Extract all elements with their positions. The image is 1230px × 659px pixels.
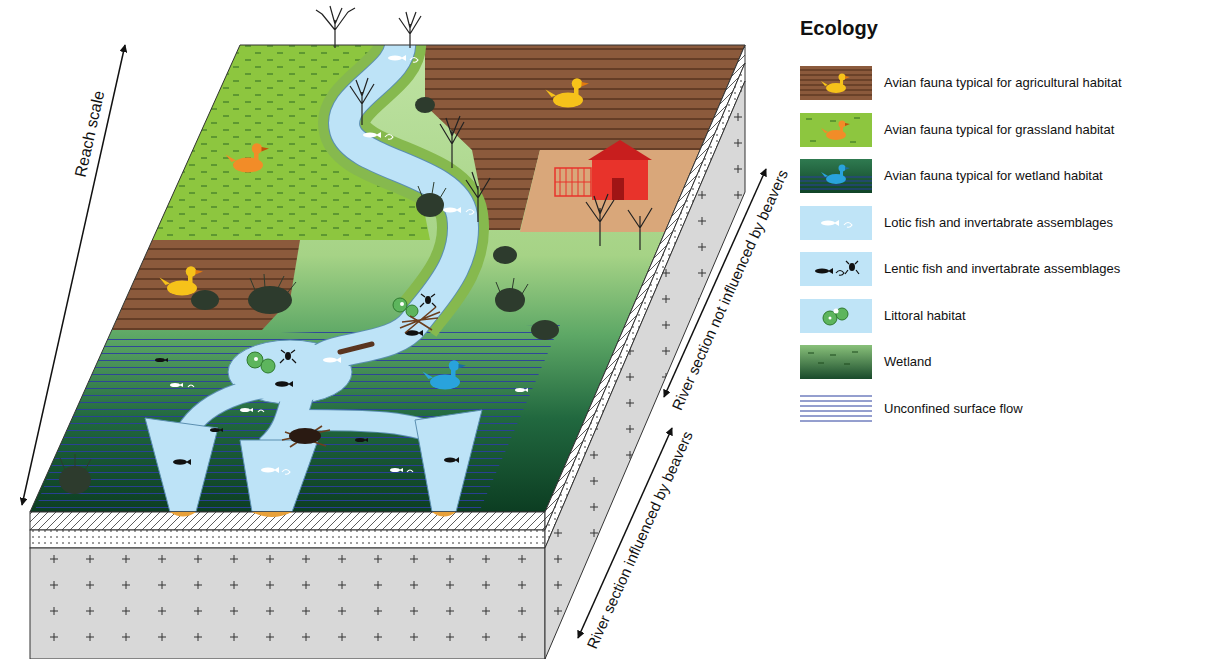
rotated-label: River section not influenced by beavers	[668, 167, 792, 413]
legend-swatch	[800, 392, 872, 426]
sediment	[432, 512, 456, 517]
topsoil-layer-side	[545, 45, 745, 530]
swatch-art	[800, 299, 872, 333]
legend-text: Avian fauna typical for wetland habitat	[884, 168, 1103, 184]
legend-swatch	[800, 345, 872, 379]
sand-layer	[30, 530, 545, 548]
grassland-duck	[226, 143, 270, 172]
legend-swatch	[800, 113, 872, 147]
bedrock-layer	[30, 548, 545, 659]
shrub-twigs	[60, 182, 528, 470]
trees	[350, 78, 652, 250]
legend-text: Wetland	[884, 354, 931, 370]
bedrock-layer-side	[545, 81, 745, 659]
legend-text: Lotic fish and invertabrate assemblages	[884, 215, 1113, 231]
section-arrow	[664, 169, 766, 397]
legend-swatch	[800, 252, 872, 286]
swatch-art	[800, 159, 872, 193]
swatch-art	[800, 113, 872, 147]
frogs	[280, 294, 436, 363]
wetland-duck	[423, 360, 467, 389]
rotated-label: Reach scale	[72, 89, 109, 179]
section-arrow	[578, 428, 672, 638]
beaver-log	[340, 344, 372, 352]
beaver-dam	[282, 307, 440, 447]
beaver-lodge	[289, 428, 321, 444]
legend-swatch	[800, 159, 872, 193]
back-trees	[316, 6, 421, 48]
farm-house	[555, 140, 652, 200]
surface-art	[35, 40, 745, 517]
agricultural-field	[112, 240, 300, 330]
agricultural-duck	[160, 266, 204, 295]
swatch-art	[800, 392, 872, 426]
legend-text: Avian fauna typical for grassland habita…	[884, 122, 1114, 138]
sediment	[252, 512, 292, 517]
rotated-label: River section influenced by beavers	[583, 428, 696, 651]
legend-swatch	[800, 299, 872, 333]
agricultural-duck	[546, 78, 590, 107]
topsoil-layer	[30, 512, 545, 530]
swatch-art	[800, 345, 872, 379]
river	[145, 40, 482, 512]
shrubs	[59, 97, 559, 494]
lotic-fish	[170, 55, 528, 473]
legend-text: Avian fauna typical for agricultural hab…	[884, 75, 1122, 91]
legend-heading: Ecology	[800, 16, 878, 40]
legend-swatch	[800, 206, 872, 240]
legend-text: Lentic fish and invertabrate assemblages	[884, 261, 1120, 277]
swatch-art	[800, 66, 872, 100]
swatch-art	[800, 206, 872, 240]
swatch-art	[800, 252, 872, 286]
scale-arrow	[22, 45, 125, 505]
legend-text: Littoral habitat	[884, 308, 966, 324]
sediment	[170, 512, 196, 517]
legend-text: Unconfined surface flow	[884, 401, 1023, 417]
invertebrates	[188, 58, 474, 475]
legend-swatch	[800, 66, 872, 100]
lentic-fish	[155, 330, 459, 465]
